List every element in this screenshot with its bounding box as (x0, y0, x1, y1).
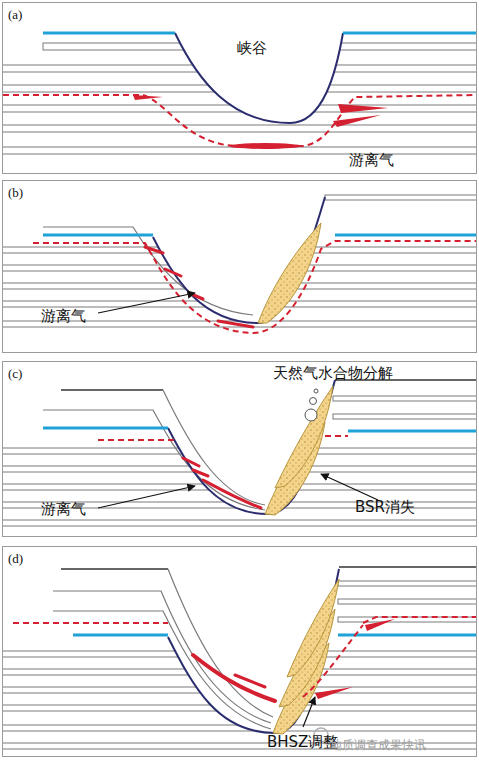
panel-b-art (3, 195, 476, 333)
free-gas-label: 游离气 (349, 151, 394, 169)
panel-box: (a) 峡谷游离气 (2, 2, 477, 174)
panel-label: (a) (8, 6, 22, 24)
panel-d-art (3, 567, 476, 749)
bsr-label: BSR消失 (355, 498, 415, 516)
panel-label: (b) (8, 184, 23, 202)
panel-label: (c) (8, 365, 22, 383)
panel-c-art (3, 380, 476, 526)
panel-box: (b) 游离气 (2, 180, 477, 353)
free-gas-label: 游离气 (41, 500, 86, 518)
canyon-label: 峡谷 (237, 39, 267, 57)
free-gas-label: 游离气 (41, 307, 86, 325)
panel-box: (d) BHSZ调整 (2, 546, 477, 757)
bhsz-label: BHSZ调整 (267, 733, 338, 751)
hydrate-dissociation-label: 天然气水合物分解 (273, 364, 393, 382)
watermark: 地质调查成果快讯 (330, 738, 426, 752)
panel-box: (c) 天然气水合物分解游离气 BSR消失 (2, 361, 477, 537)
panel-a-art (3, 33, 476, 154)
panel-label: (d) (8, 550, 23, 568)
